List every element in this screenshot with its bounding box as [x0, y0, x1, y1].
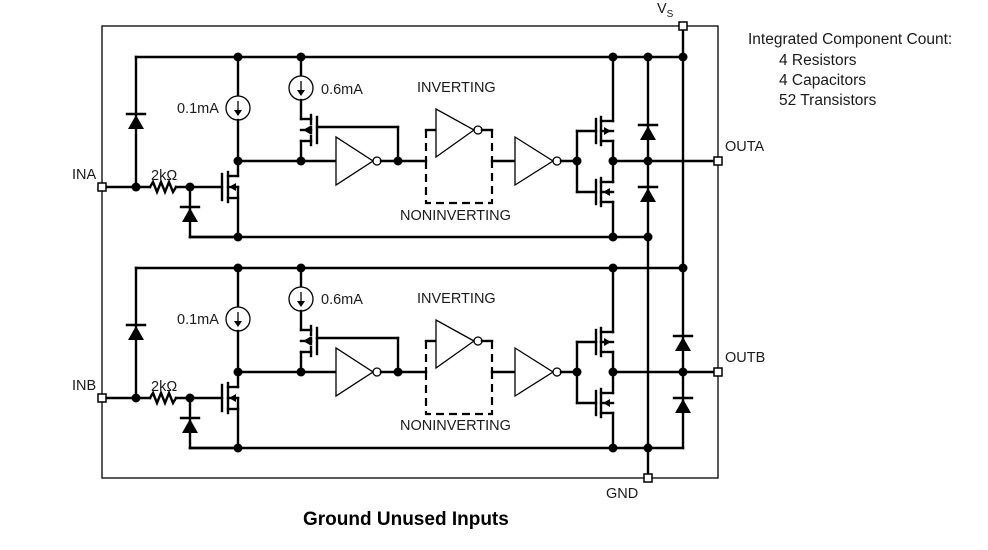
component-count-transistors: 52 Transistors — [779, 92, 877, 109]
pin-outb — [713, 367, 723, 377]
pin-inb — [97, 393, 107, 403]
diode-icon — [640, 188, 656, 202]
stage-current-label-a: 0.6mA — [321, 82, 363, 98]
package-outline — [101, 25, 719, 479]
pin-gnd — [643, 473, 653, 483]
noninverting-label-b: NONINVERTING — [400, 418, 511, 434]
component-count-capacitors: 4 Capacitors — [779, 72, 866, 89]
inverting-label-b: INVERTING — [417, 291, 496, 307]
pin-outa — [713, 156, 723, 166]
noninverting-label-a: NONINVERTING — [400, 208, 511, 224]
bias-current-label-a: 0.1mA — [177, 101, 219, 117]
inverting-label-a: INVERTING — [417, 80, 496, 96]
outb-label: OUTB — [725, 350, 765, 366]
ina-label: INA — [72, 167, 97, 183]
stage-current-label-b: 0.6mA — [321, 292, 363, 308]
diode-icon — [675, 399, 691, 413]
component-count-heading: Integrated Component Count: — [748, 31, 952, 48]
resistor-label-a: 2kΩ — [151, 168, 177, 184]
bias-current-label-b: 0.1mA — [177, 312, 219, 328]
component-count-resistors: 4 Resistors — [779, 52, 857, 69]
diode-icon — [640, 126, 656, 140]
resistor-label-b: 2kΩ — [151, 379, 177, 395]
gnd-label: GND — [606, 486, 638, 502]
pin-vs — [678, 21, 688, 31]
inb-label: INB — [72, 378, 96, 394]
outa-label: OUTA — [725, 139, 765, 155]
figure-title: Ground Unused Inputs — [303, 509, 509, 530]
vs-label: VS — [657, 1, 674, 20]
diode-icon — [675, 337, 691, 351]
pin-ina — [97, 182, 107, 192]
